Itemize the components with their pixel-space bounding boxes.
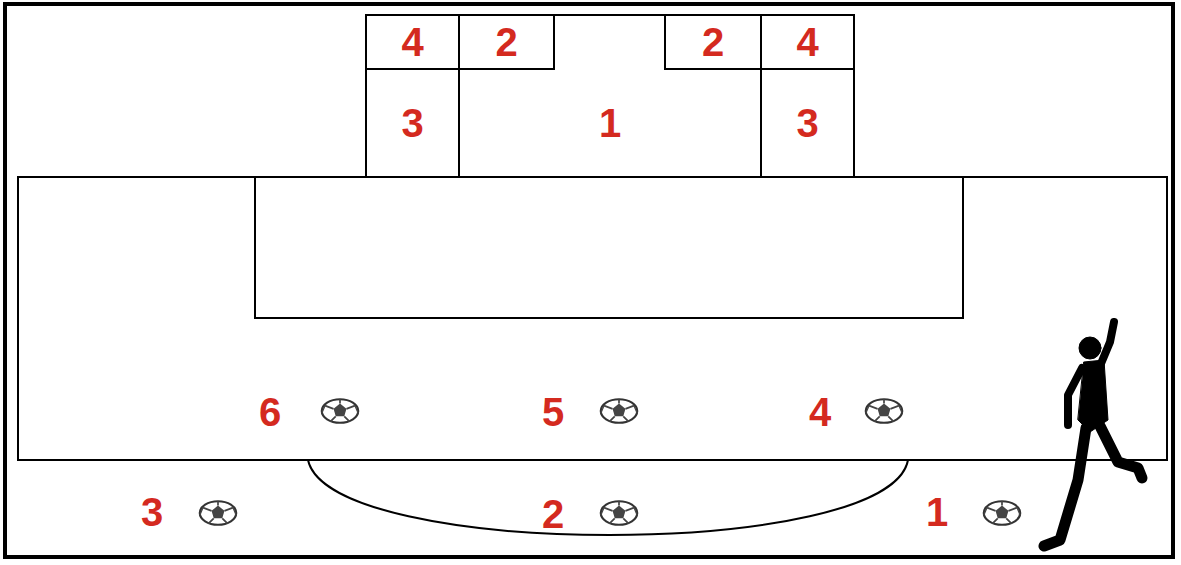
cone-number: 4 — [809, 392, 831, 432]
goal-zone: 1 2 2 — [458, 14, 762, 178]
zone-number: 1 — [599, 103, 621, 143]
goal-zone: 4 — [365, 14, 460, 70]
zone-number: 3 — [796, 103, 818, 143]
cone-number: 2 — [542, 494, 564, 534]
cone-number: 3 — [141, 492, 163, 532]
goal-zone: 3 — [365, 68, 460, 178]
zone-number: 2 — [702, 22, 724, 62]
zone-number: 4 — [796, 22, 818, 62]
goal-zone: 4 — [760, 14, 855, 70]
cone-number: 6 — [259, 392, 281, 432]
goal-zone: 3 — [760, 68, 855, 178]
zone-number: 3 — [401, 103, 423, 143]
cone-number: 1 — [926, 492, 948, 532]
goal-zone: 2 — [664, 14, 762, 70]
zone-number: 4 — [401, 22, 423, 62]
zone-number: 2 — [495, 22, 517, 62]
cone-number: 5 — [542, 392, 564, 432]
goal-zone: 2 — [458, 14, 555, 70]
